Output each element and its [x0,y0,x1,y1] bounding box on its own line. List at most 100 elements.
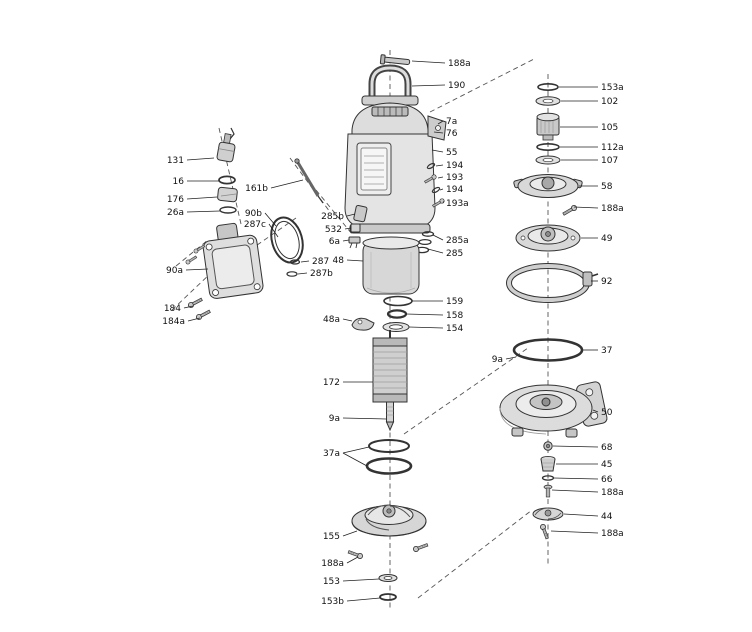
callout-leader-line [573,206,599,209]
part-oring-16 [218,175,236,185]
part-clip-48a [351,317,375,331]
callout-44: 44 [563,512,613,522]
part-number-label: 44 [601,512,613,522]
part-rotor-172 [372,330,408,432]
callout-leader-line [342,446,370,454]
callout-leader-line [185,268,209,271]
callout-107: 107 [561,156,618,166]
callout-leader-line [342,417,387,420]
callout-6a: 6a [329,237,350,247]
callout-159: 159 [412,297,463,307]
part-number-label: 194 [446,185,463,195]
part-number-label: 190 [448,81,465,91]
part-number-label: 154 [446,324,463,334]
callout-leader-line [346,597,381,602]
part-number-label: 188a [601,488,624,498]
part-number-label: 285 [446,249,463,259]
part-number-label: 16 [173,177,185,187]
part-number-label: 172 [323,378,340,388]
callout-leader-line [439,188,444,191]
part-seal-plate-58 [513,174,583,198]
part-volute-50 [499,381,608,438]
part-number-label: 76 [446,129,458,139]
part-nut-68 [543,441,553,451]
part-number-label: 45 [601,460,612,470]
part-number-label: 9a [492,355,503,365]
callout-37a: 37a [323,446,370,467]
part-number-label: 66 [601,475,613,485]
part-number-label: 285a [446,236,469,246]
callout-leader-line [553,477,599,480]
callout-leader-line [427,248,444,254]
part-number-label: 194 [446,161,463,171]
part-washer-26a [219,206,237,214]
part-washer-107 [535,155,561,165]
callout-leader-line [411,84,446,87]
part-number-label: 107 [601,156,618,166]
callout-leader-line [405,313,444,316]
callout-leader-line [186,196,218,200]
part-electrode-161b [294,158,324,204]
part-number-label: 188a [601,204,624,214]
callout-26a: 26a [167,208,221,218]
part-washer-154 [382,322,410,332]
part-number-label: 193a [446,199,469,209]
callout-131: 131 [167,156,215,166]
callout-188a: 188a [550,529,624,539]
callout-92: 92 [591,277,612,287]
callout-leader-line [342,530,358,537]
part-number-label: 188a [601,529,624,539]
part-number-label: 287b [310,269,333,279]
part-number-label: 155 [323,532,340,542]
callout-leader-line [551,489,599,493]
callout-285: 285 [427,248,463,259]
callout-184: 184 [164,304,194,314]
part-number-label: 37a [323,449,340,459]
callout-48a: 48a [323,315,353,325]
part-number-label: 50 [601,408,613,418]
part-stator-can-48 [362,236,420,295]
part-connector-285b-532-6a [348,204,368,249]
callout-158: 158 [405,311,463,321]
part-oring-37 [512,338,584,362]
callout-285a: 285a [432,234,469,246]
callout-76: 76 [433,129,458,139]
part-diffuser-49 [515,224,581,252]
explosion-axis-lines [171,50,549,608]
part-number-label: 532 [325,225,342,235]
part-number-label: 7a [446,117,457,127]
callout-leader-line [264,212,277,227]
part-number-label: 158 [446,311,463,321]
part-handle-190 [361,64,419,106]
part-number-label: 188a [321,559,344,569]
callout-layer: 188a1907a7655194193194193a285a2851591581… [162,59,623,607]
part-washer-153 [378,574,398,582]
part-lifting-pin-188a [379,54,411,65]
part-number-label: 9a [329,414,340,424]
callout-193: 193 [437,173,463,183]
part-orings-287-287b [286,259,301,277]
part-screw-188a-small [543,484,553,498]
callout-188a: 188a [573,204,624,214]
part-number-label: 153a [601,83,624,93]
callout-leader-line [342,239,350,242]
callout-leader-line [433,131,444,134]
part-screw-188a-sealplate [561,204,578,217]
part-number-label: 90b [245,209,262,219]
part-oring-112a [536,143,560,152]
callout-194: 194 [435,161,463,171]
callout-leader-line [505,356,517,360]
part-screws-188a-impeller [347,541,429,560]
part-washer-102 [535,96,561,106]
part-number-label: 68 [601,443,613,453]
callout-188a: 188a [551,488,624,498]
callout-153: 153 [323,577,380,587]
callout-leader-line [437,176,444,179]
callout-155: 155 [323,530,358,542]
part-number-label: 193 [446,173,463,183]
callout-leader-line [342,318,353,322]
part-number-label: 6a [329,237,340,247]
callout-49: 49 [581,234,613,244]
part-oring-153b [379,593,397,601]
